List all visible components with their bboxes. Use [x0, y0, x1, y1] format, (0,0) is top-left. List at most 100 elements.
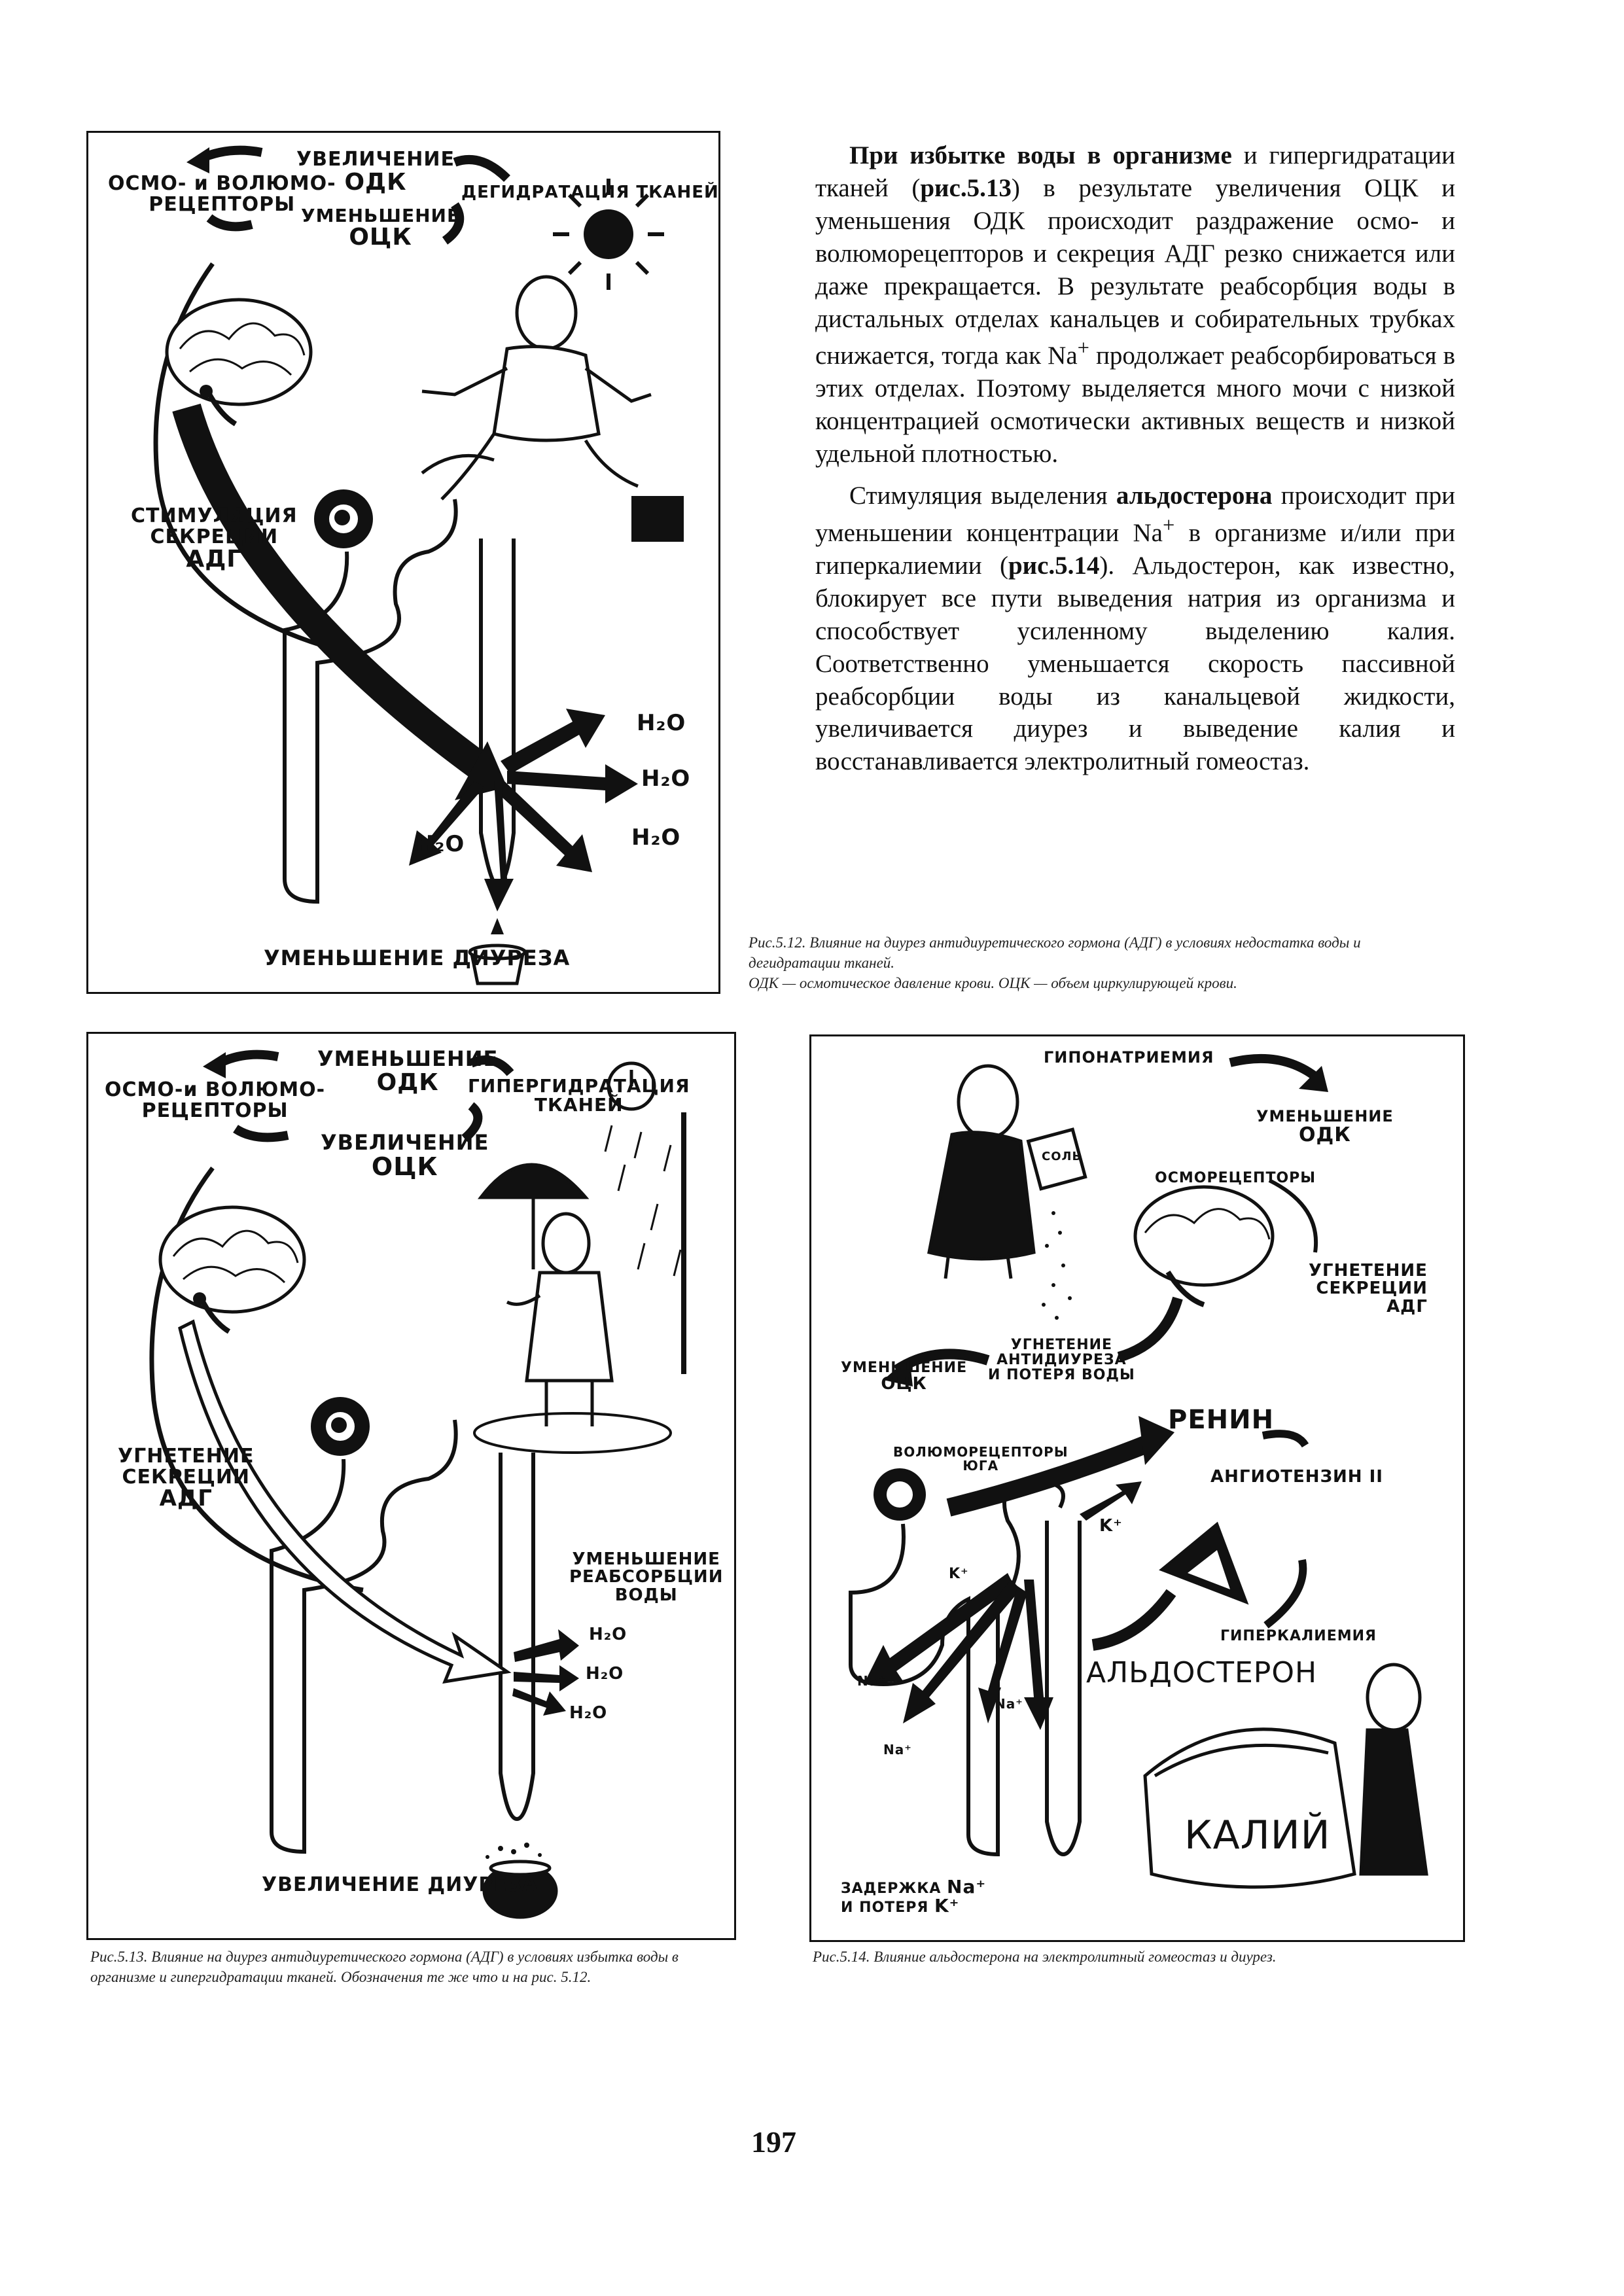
- body-text: При избытке воды в организме и гипергидр…: [815, 139, 1455, 778]
- ock-text: ОЦК: [349, 224, 412, 251]
- figure-5-13-drawing: [149, 1050, 686, 1919]
- label-osmo-receptors: ОСМО-и ВОЛЮМО- РЕЦЕПТОРЫ: [105, 1080, 325, 1121]
- glomerulus-drawing: [311, 1397, 370, 1456]
- arrow-renin: [946, 1434, 1156, 1517]
- water-arrows-small: [512, 1629, 579, 1716]
- salt-grains: [1042, 1211, 1072, 1320]
- arrowhead-renin: [1139, 1416, 1174, 1465]
- caption-5-13: Рис.5.13. Влияние на диурез антидиуретич…: [90, 1949, 679, 1986]
- clock-drawing: [607, 1061, 656, 1111]
- caption-5-12-line2: ОДК — осмотическое давление крови. ОЦК —…: [749, 975, 1237, 992]
- odk-text: ОДК: [344, 168, 407, 196]
- pot-drawing: [482, 1860, 558, 1919]
- inhib1-text: УГНЕТЕНИЕ: [1309, 1261, 1428, 1280]
- p2-c: в организме и/или при гиперкалиемии (: [815, 518, 1455, 580]
- retention2-text: И ПОТЕРЯ: [841, 1899, 929, 1916]
- label-h2o-2: H₂O: [641, 766, 691, 792]
- label-salt: СОЛЬ: [1042, 1150, 1082, 1163]
- briefcase-drawing: [631, 496, 684, 542]
- anti1-text: УГНЕТЕНИЕ: [1010, 1337, 1113, 1353]
- decrease-text: УМЕНЬШЕНИЕ: [317, 1046, 499, 1071]
- inhib1-text: УГНЕТЕНИЕ: [118, 1445, 255, 1468]
- adg-text: АДГ: [1386, 1296, 1428, 1316]
- sun-drawing: [553, 179, 664, 290]
- hyper2-text: ТКАНЕЙ: [534, 1094, 624, 1116]
- p1-lead: При избытке воды в организме: [849, 141, 1232, 169]
- label-hyperhydration: ГИПЕРГИДРАТАЦИЯ ТКАНЕЙ: [468, 1076, 690, 1115]
- label-aldosterone: АЛЬДОСТЕРОН: [1086, 1656, 1318, 1689]
- label-h2o-3: H₂O: [631, 824, 681, 851]
- adg-text: АДГ: [186, 546, 243, 573]
- p1-sup: +: [1077, 336, 1089, 361]
- reduced-adh-arrow: [178, 1319, 512, 1684]
- label-h2o-3: H₂O: [569, 1703, 608, 1723]
- label-inhibit-adh: УГНЕТЕНИЕ СЕКРЕЦИИ АДГ: [1309, 1262, 1428, 1316]
- splash-drops: [485, 1843, 542, 1859]
- curved-arrow-top-right: [469, 1055, 514, 1076]
- curved-arrow-bottom-right: [461, 1102, 483, 1142]
- adh-arrowhead: [455, 741, 507, 800]
- paragraph-1: При избытке воды в организме и гипергидр…: [815, 139, 1455, 470]
- label-angiotensin: АНГИОТЕНЗИН II: [1210, 1467, 1383, 1487]
- odk-text: ОДК: [1299, 1123, 1351, 1147]
- label-h2o-2: H₂O: [586, 1664, 624, 1684]
- p1-a: и гипергидратации тканей (: [815, 141, 1456, 202]
- stim2-text: СЕКРЕЦИИ: [150, 525, 279, 548]
- label-na-1: Na⁺: [857, 1673, 886, 1689]
- caption-5-12: Рис.5.12. Влияние на диурез антидиуретич…: [749, 932, 1403, 993]
- label-na-3: Na⁺: [883, 1742, 912, 1757]
- decrease-text: УМЕНЬШЕНИЕ: [1256, 1107, 1394, 1125]
- volumo-text: ВОЛЮМОРЕЦЕПТОРЫ: [893, 1444, 1068, 1460]
- retention-k: K⁺: [934, 1895, 960, 1917]
- label-decrease-odk: УМЕНЬШЕНИЕ ОДК: [1256, 1108, 1394, 1146]
- arc-brain-right: [1268, 1178, 1318, 1253]
- p2-ref: рис.5.14: [1008, 551, 1100, 580]
- label-renin: РЕНИН: [1168, 1405, 1275, 1435]
- figure-5-14-drawing: [849, 1053, 1428, 1889]
- curved-arrow-bottom-right: [442, 202, 465, 245]
- receptors-text: РЕЦЕПТОРЫ: [149, 192, 296, 216]
- figure-5-14: ГИПОНАТРИЕМИЯ УМЕНЬШЕНИЕ ОДК ОСМОРЕЦЕПТО…: [809, 1034, 1465, 1942]
- label-decrease-odk: УМЕНЬШЕНИЕ ОДК: [317, 1048, 498, 1095]
- label-decrease-diuresis: УМЕНЬШЕНИЕ ДИУРЕЗА: [264, 945, 571, 970]
- umbrella-man-drawing: [473, 1163, 672, 1454]
- brain-drawing: [1133, 1185, 1275, 1307]
- collecting-duct: [1045, 1521, 1082, 1857]
- curved-arrow-top-right: [453, 154, 510, 183]
- salt-man-drawing: [927, 1064, 1087, 1279]
- osmo-text: ОСМО- и ВОЛЮМО-: [108, 172, 336, 195]
- page-number: 197: [751, 2125, 796, 2159]
- arrowhead-left-loss: [883, 1357, 913, 1386]
- label-inhibition-adh: УГНЕТЕНИЕ СЕКРЕЦИИ АДГ: [118, 1446, 255, 1511]
- p1-c: продолжает реабсорбироваться в этих отде…: [815, 342, 1455, 468]
- label-inhibit-antidiuresis: УГНЕТЕНИЕ АНТИДИУРЕЗА И ПОТЕРЯ ВОДЫ: [988, 1337, 1135, 1383]
- odk-text: ОДК: [376, 1069, 439, 1096]
- adh-arrow: [172, 403, 490, 780]
- label-stimulation-adh: СТИМУЛЯЦИЯ СЕКРЕЦИИ АДГ: [131, 506, 298, 572]
- increase-text: УВЕЛИЧЕНИЕ: [321, 1130, 489, 1155]
- ock-text: ОЦК: [371, 1152, 438, 1181]
- label-h2o-1: H₂O: [637, 710, 686, 736]
- label-dehydration: ДЕГИДРАТАЦИЯ ТКАНЕЙ: [461, 183, 719, 202]
- label-h2o-4: H₂O: [415, 831, 465, 857]
- label-hyponatremia: ГИПОНАТРИЕМИЯ: [1044, 1048, 1214, 1067]
- label-osmo-receptors: ОСМО- и ВОЛЮМО- РЕЦЕПТОРЫ: [108, 173, 336, 215]
- label-increase-ock: УВЕЛИЧЕНИЕ ОЦК: [321, 1130, 489, 1181]
- label-volumoreceptors: ВОЛЮМОРЕЦЕПТОРЫ ЮГА: [893, 1445, 1068, 1473]
- label-osmoreceptors: ОСМОРЕЦЕПТОРЫ: [1155, 1170, 1316, 1186]
- arrow-renin-angiotensin: [1262, 1430, 1309, 1448]
- label-k-1: K⁺: [949, 1566, 969, 1582]
- arrow-inhibit-adh: [1117, 1296, 1183, 1362]
- angiotensin-inner: [1188, 1550, 1230, 1589]
- dehydrated-man-drawing: [421, 275, 652, 501]
- label-kalii: КАЛИЙ: [1184, 1812, 1331, 1858]
- p1-ref: рис.5.13: [920, 173, 1012, 202]
- brain-drawing: [158, 1205, 306, 1334]
- hyper1-text: ГИПЕРГИДРАТАЦИЯ: [468, 1075, 690, 1097]
- curved-arrow-bottom-left: [233, 1125, 289, 1142]
- caption-5-14: Рис.5.14. Влияние альдостерона на электр…: [813, 1949, 1277, 1965]
- p2-b: происходит при уменьшении концентрации N…: [815, 482, 1455, 547]
- glass-drawing: [468, 944, 527, 985]
- p2-d: ). Альдостерон, как известно, блокирует …: [815, 551, 1455, 776]
- na-k-arrows: [864, 1481, 1142, 1730]
